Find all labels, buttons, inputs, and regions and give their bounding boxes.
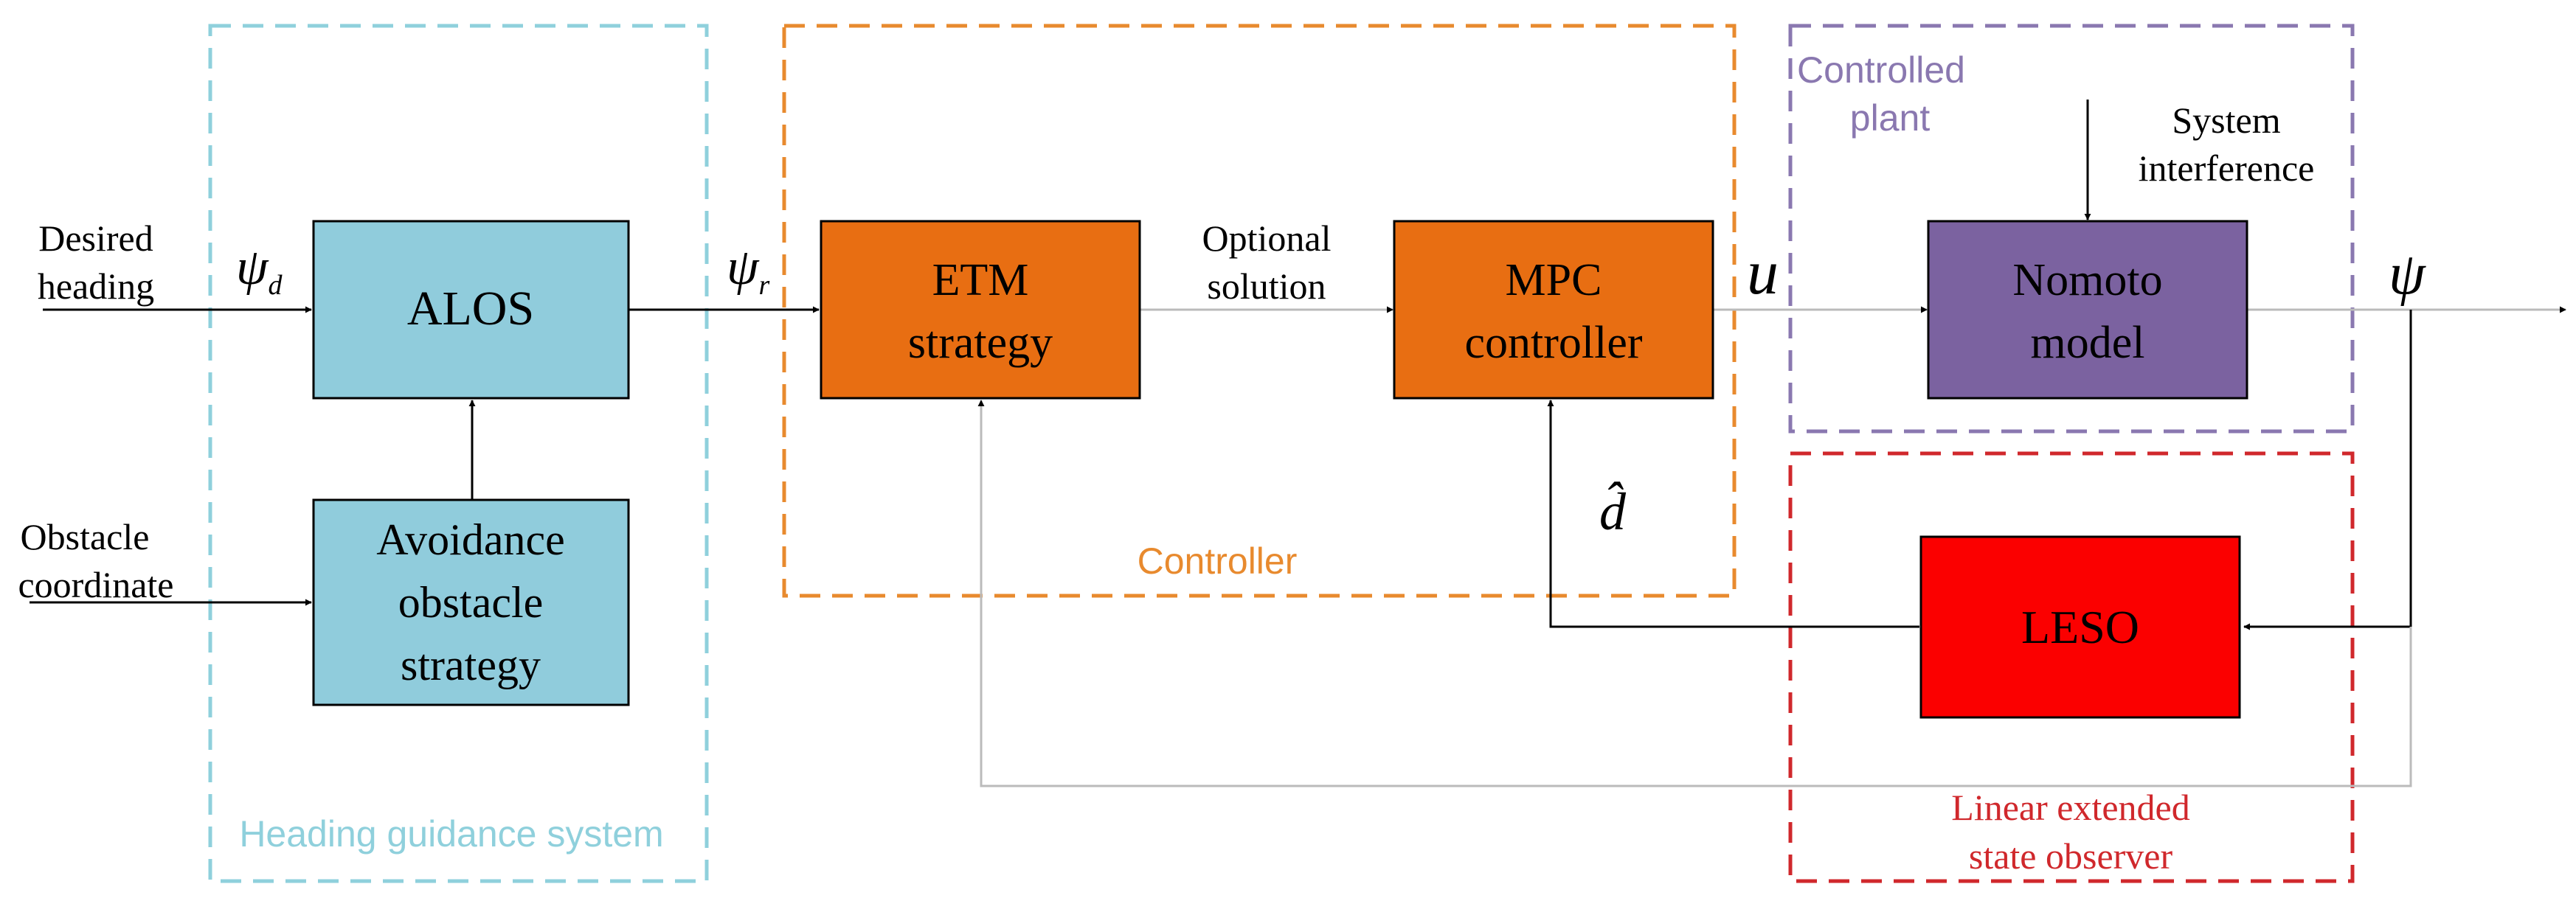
- controlled-plant-group: [1788, 24, 2355, 434]
- u-symbol: u: [1747, 237, 1779, 307]
- leso-to-mpc-arrow: [1547, 400, 1919, 628]
- psi-d-symbol: ψd: [236, 239, 283, 301]
- etm-block: [820, 220, 1141, 400]
- desired-heading-label-1: Desired: [38, 218, 153, 259]
- observer-label-1: Linear extended: [1951, 787, 2189, 828]
- obstacle-coordinate-label-2: coordinate: [18, 564, 173, 605]
- obstacle-coordinate-label-1: Obstacle: [21, 516, 150, 557]
- desired-heading-label-2: heading: [38, 265, 154, 307]
- nomoto-label-1: Nomoto: [2012, 255, 2162, 305]
- alos-block: [312, 220, 630, 400]
- controller-label: Controller: [1138, 540, 1298, 582]
- etm-label-2: strategy: [908, 318, 1053, 368]
- leso-block: [1919, 535, 2241, 719]
- mpc-block: [1393, 220, 1714, 400]
- avoidance-label-3: strategy: [401, 641, 541, 689]
- psi-symbol: ψ: [2389, 242, 2426, 307]
- mpc-label-2: controller: [1464, 318, 1642, 368]
- alos-label: ALOS: [407, 282, 534, 335]
- heading-guidance-group: [208, 24, 709, 883]
- optional-solution-label-1: Optional: [1202, 218, 1332, 259]
- heading-guidance-label: Heading guidance system: [239, 813, 663, 855]
- controlled-plant-label-2: plant: [1850, 97, 1931, 139]
- d-hat-symbol: d̂: [1599, 481, 1627, 541]
- psi-to-leso-arrow: [2243, 310, 2412, 630]
- mpc-label-1: MPC: [1506, 255, 1602, 305]
- feedback-to-etm-arrow: [977, 400, 2412, 787]
- nomoto-label-2: model: [2031, 318, 2145, 368]
- etm-label-1: ETM: [932, 255, 1029, 305]
- avoidance-label-1: Avoidance: [376, 515, 564, 564]
- avoidance-label-2: obstacle: [398, 578, 544, 627]
- avoidance-block: [312, 498, 630, 706]
- nomoto-block: [1927, 220, 2248, 400]
- leso-label: LESO: [2021, 601, 2139, 653]
- psi-r-symbol: ψr: [727, 239, 769, 301]
- optional-solution-label-2: solution: [1207, 265, 1326, 307]
- system-interference-label-1: System: [2172, 100, 2280, 141]
- controlled-plant-label-1: Controlled: [1797, 49, 1965, 91]
- observer-label-2: state observer: [1969, 835, 2173, 877]
- observer-group: [1788, 451, 2355, 883]
- system-interference-label-2: interference: [2139, 147, 2315, 189]
